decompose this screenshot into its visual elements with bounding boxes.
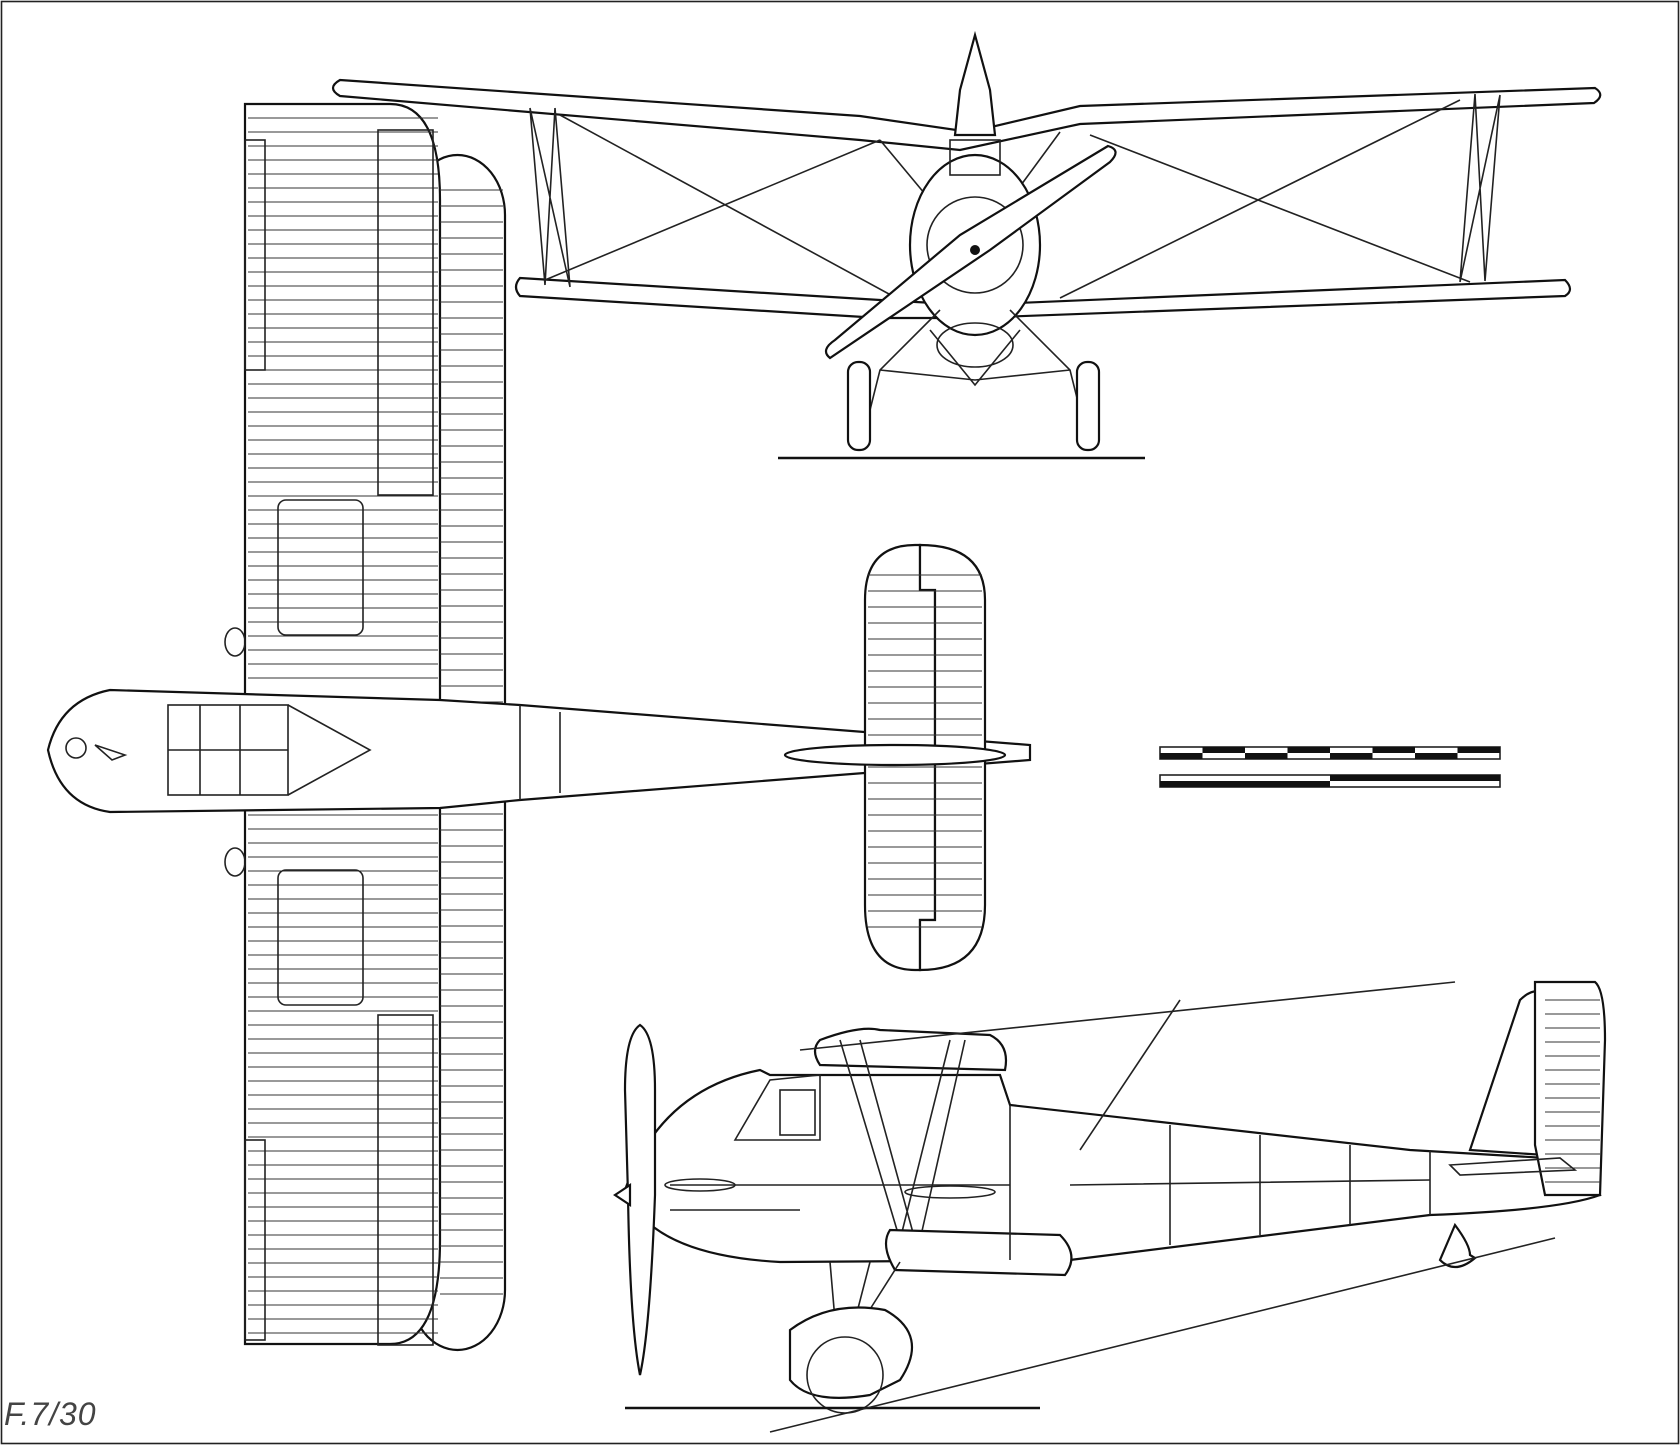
side-cockpit-canopy	[733, 1074, 821, 1141]
side-gun-fairing	[904, 1185, 996, 1199]
side-fuselage-stringers	[670, 1179, 1431, 1211]
drawing-caption: F.7/30	[4, 1396, 97, 1432]
side-fuselage-frames	[1009, 1105, 1431, 1260]
scale-bar-segment	[1287, 747, 1330, 753]
scale-bar-segment	[1160, 753, 1203, 759]
front-view	[331, 30, 1602, 460]
top-left-bulge	[224, 627, 246, 657]
scale-bar-segments	[1160, 747, 1500, 787]
side-tailwheel	[1438, 1222, 1477, 1269]
side-spinner	[613, 1182, 632, 1208]
top-nose-roundel	[65, 737, 87, 759]
side-ground-attitude-line	[769, 1237, 1556, 1433]
top-view	[46, 102, 1032, 1352]
front-fin	[953, 30, 997, 137]
front-bracing-wires	[544, 99, 1471, 301]
side-wheel-spat	[788, 1306, 914, 1399]
front-spinner	[970, 245, 980, 255]
scale-bar-segment	[1245, 753, 1288, 759]
front-cowling	[926, 196, 1024, 294]
tailplane-plan	[783, 543, 1007, 972]
top-fuselage	[46, 688, 1032, 814]
scale-bar-segment	[1372, 747, 1415, 753]
top-nose-arrow	[94, 744, 128, 761]
scale-bar-segment	[1202, 747, 1245, 753]
top-right-aileron	[244, 1139, 266, 1341]
front-left-wheel	[846, 360, 872, 452]
scale-bar-segment	[1415, 753, 1458, 759]
tailplane-fuselage-end	[783, 743, 1007, 767]
front-left-struts	[529, 107, 571, 288]
scale-bar	[1159, 746, 1501, 788]
front-lower-wing	[514, 276, 1572, 320]
top-left-panel	[277, 499, 364, 636]
top-left-flap-panel	[377, 129, 434, 496]
side-lower-wing	[884, 1228, 1073, 1277]
front-radiator	[936, 322, 1014, 368]
front-windscreen	[949, 139, 1001, 176]
front-undercarriage	[869, 309, 1081, 411]
side-exhaust	[664, 1178, 736, 1192]
top-right-bulge	[224, 847, 246, 877]
scale-bar-segment	[1457, 747, 1500, 753]
side-aerial-wire	[799, 981, 1456, 1051]
top-left-aileron	[244, 139, 266, 371]
side-view	[613, 980, 1607, 1433]
top-cockpit-structure	[168, 704, 372, 796]
scale-bar-segment	[1160, 781, 1330, 787]
side-interplane-struts	[839, 1039, 966, 1241]
side-rudder	[1533, 980, 1607, 1197]
front-right-wheel	[1075, 360, 1101, 452]
front-right-struts	[1459, 93, 1501, 283]
tailplane-ribs	[868, 574, 982, 928]
side-cockpit-window	[779, 1089, 816, 1136]
top-right-flap-panel	[377, 1014, 434, 1346]
top-right-panel	[277, 869, 364, 1006]
side-tailplane	[1448, 1157, 1578, 1176]
side-fuselage	[623, 1068, 1602, 1264]
scale-bar-segment	[1330, 775, 1500, 781]
side-upper-wing	[813, 1027, 1008, 1072]
side-wire-2	[1079, 999, 1181, 1151]
side-propeller	[623, 1023, 657, 1376]
scale-bar-segment	[1330, 753, 1373, 759]
